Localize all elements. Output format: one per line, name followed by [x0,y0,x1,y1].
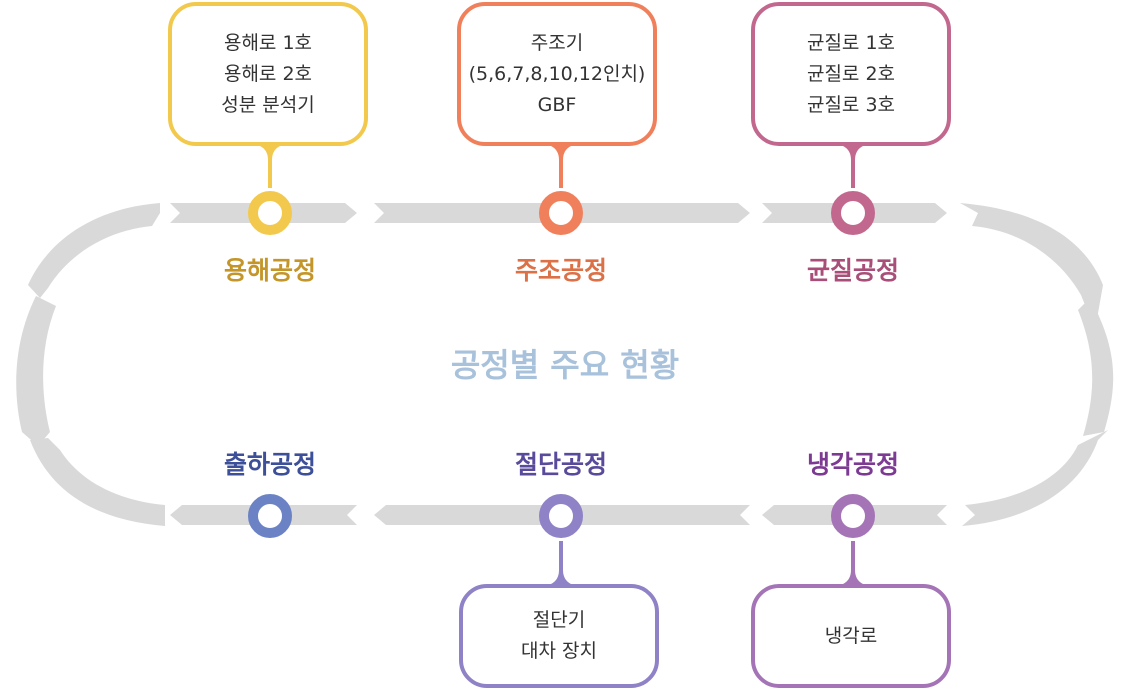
equipment-line: 균질로 2호 [806,62,896,85]
track-curve-right-bottom [962,430,1108,526]
connector-flare-casting [551,146,571,160]
homogenizing-equipment-box: 균질로 1호 균질로 2호 균질로 3호 [751,2,951,146]
casting-equipment-box: 주조기 (5,6,7,8,10,12인치) GBF [457,2,657,146]
connector-flare-homogenizing [843,146,863,160]
cooling-equipment-box: 냉각로 [751,584,951,688]
equipment-line: 용해로 1호 [223,31,313,54]
track-curve-left-top [28,203,160,298]
track-curve-left-mid [16,296,56,446]
connector-flare-melting [260,146,280,160]
equipment-line: 균질로 3호 [806,93,896,116]
melting-equipment-box: 용해로 1호 용해로 2호 성분 분석기 [168,2,368,146]
track-curve-left-bottom [30,438,165,526]
stage-node-shipping [248,494,292,538]
connector-line-cutting [559,541,563,584]
connector-line-melting [268,146,272,188]
connector-flare-cutting [551,570,571,584]
diagram-title: 공정별 주요 현황 [450,346,680,384]
stage-node-cutting [539,494,583,538]
stage-node-homogenizing [831,191,875,235]
stage-label-melting: 용해공정 [223,256,316,285]
equipment-line: 성분 분석기 [221,93,315,116]
equipment-line: 냉각로 [824,624,878,647]
stage-label-cutting: 절단공정 [514,450,607,479]
connector-flare-cooling [843,570,863,584]
stage-label-homogenizing: 균질공정 [806,256,899,285]
equipment-line: 절단기 [532,609,586,631]
track-curve-right-top [960,203,1103,330]
connector-line-cooling [851,541,855,584]
equipment-line: 주조기 [530,31,584,54]
stage-node-cooling [831,494,875,538]
connector-line-casting [559,146,563,188]
equipment-line: (5,6,7,8,10,12인치) [468,62,646,85]
connector-line-homogenizing [851,146,855,188]
equipment-line: 균질로 1호 [806,31,896,54]
stage-node-melting [248,191,292,235]
stage-label-shipping: 출하공정 [223,450,316,479]
equipment-line: 용해로 2호 [223,62,313,85]
stage-label-casting: 주조공정 [514,256,607,285]
stage-label-cooling: 냉각공정 [806,450,899,479]
cutting-equipment-box: 절단기 대차 장치 [459,584,659,688]
track-curve-right-mid [1078,298,1114,436]
stage-node-casting [539,191,583,235]
equipment-line: 대차 장치 [521,640,597,662]
equipment-line: GBF [537,93,577,116]
